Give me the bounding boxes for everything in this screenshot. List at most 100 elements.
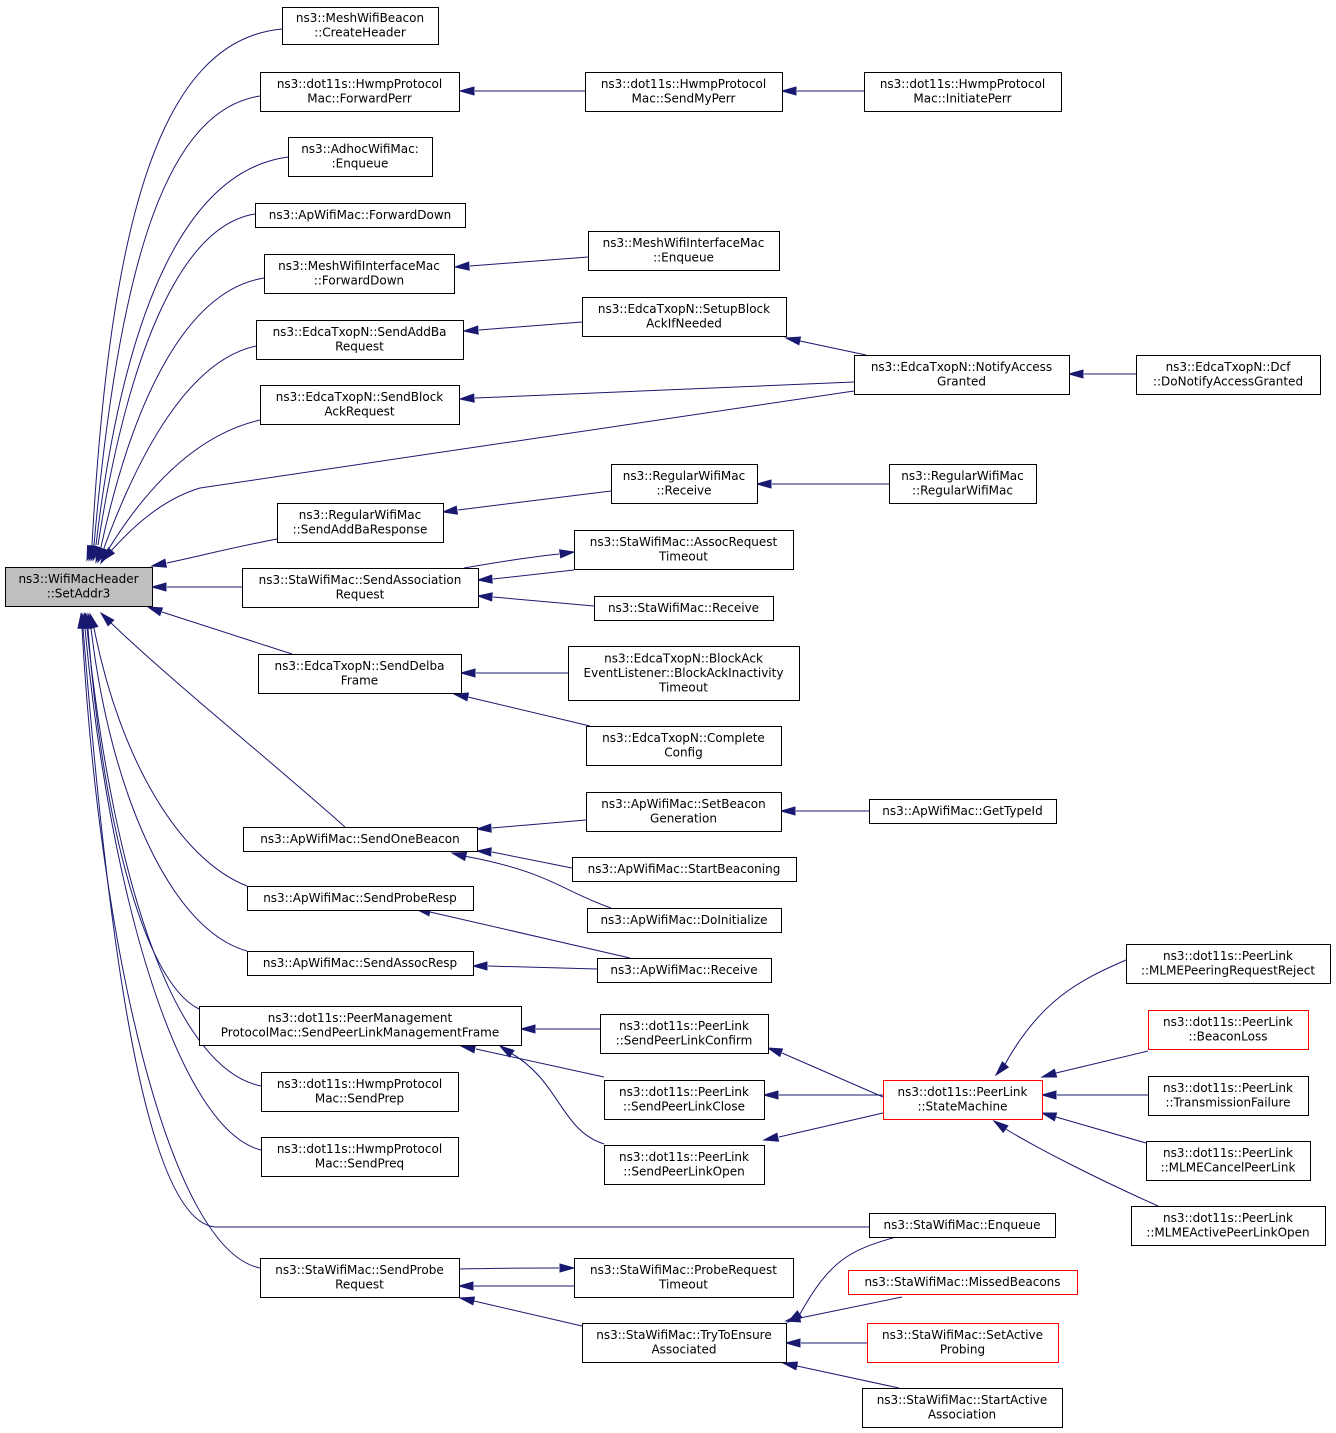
node-peerlink-mlmecancelpeerlink[interactable]: ns3::dot11s::PeerLink::MLMECancelPeerLin… [1146, 1141, 1311, 1181]
node-peerlink-mlmeactivepeerlinkopen[interactable]: ns3::dot11s::PeerLink::MLMEActivePeerLin… [1131, 1206, 1326, 1246]
arrowhead-icon [458, 1296, 476, 1306]
node-box [604, 1080, 765, 1120]
edge-n18-to-n17 [476, 569, 575, 584]
edge-line [799, 1296, 903, 1319]
node-apwifimac-sendonebeacon[interactable]: ns3::ApWifiMac::SendOneBeacon [243, 827, 478, 852]
node-box [604, 1145, 765, 1185]
edge-n35-to-n33 [762, 1090, 883, 1100]
arrowhead-icon [1040, 1068, 1058, 1078]
arrowhead-icon [441, 505, 458, 515]
node-box [611, 464, 758, 504]
edge-n35-to-n34 [762, 1112, 884, 1142]
edge-n11-to-n10 [1067, 369, 1136, 379]
node-peerlink-mlmepeeringrequestreject[interactable]: ns3::dot11s::PeerLink::MLMEPeeringReques… [1126, 944, 1331, 984]
node-box [258, 654, 462, 694]
node-peerlink-sendpeerlinkconfirm[interactable]: ns3::dot11s::PeerLink::SendPeerLinkConfi… [600, 1014, 769, 1054]
node-stawifimac-receive[interactable]: ns3::StaWifiMac::Receive [594, 596, 774, 621]
node-apwifimac-sendassocresp[interactable]: ns3::ApWifiMac::SendAssocResp [247, 951, 474, 976]
arrowhead-icon [784, 1338, 801, 1348]
node-box [848, 1270, 1078, 1295]
node-meshwifibeacon-createheader[interactable]: ns3::MeshWifiBeacon::CreateHeader [282, 7, 439, 45]
node-label: ns3::EdcaTxopN::SendAddBa [273, 325, 447, 339]
edge-n39-to-n35 [1040, 1112, 1147, 1144]
node-hwmpprotocolmac-forwardperr[interactable]: ns3::dot11s::HwmpProtocolMac::ForwardPer… [260, 72, 460, 112]
edge-n8-to-n7 [95, 277, 265, 564]
node-peerlink-sendpeerlinkopen[interactable]: ns3::dot11s::PeerLink::SendPeerLinkOpen [604, 1145, 765, 1185]
edge-n38-to-n35 [1040, 1090, 1148, 1100]
node-label: Associated [651, 1343, 716, 1357]
node-regularwifimac-sendaddbaresponse[interactable]: ns3::RegularWifiMac::SendAddBaResponse [277, 503, 444, 543]
node-apwifimac-forwarddown[interactable]: ns3::ApWifiMac::ForwardDown [255, 203, 466, 228]
node-box [1148, 1010, 1309, 1050]
node-peermanagementprotocolmac-sendpeerlinkmanagementframe[interactable]: ns3::dot11s::PeerManagementProtocolMac::… [199, 1006, 522, 1046]
node-edcatxopn-dcf-donotifyaccessgranted[interactable]: ns3::EdcaTxopN::Dcf::DoNotifyAccessGrant… [1136, 355, 1321, 395]
node-regularwifimac-regularwifimac[interactable]: ns3::RegularWifiMac::RegularWifiMac [889, 464, 1037, 504]
node-apwifimac-startbeaconing[interactable]: ns3::ApWifiMac::StartBeaconing [572, 857, 797, 882]
node-label: ns3::ApWifiMac::SendProbeResp [263, 891, 457, 905]
node-apwifimac-sendproberesp[interactable]: ns3::ApWifiMac::SendProbeResp [247, 886, 474, 911]
node-box [586, 792, 782, 832]
node-wifimacheader-setaddr3[interactable]: ns3::WifiMacHeader::SetAddr3 [5, 567, 153, 607]
node-label: ::SendAddBaResponse [293, 523, 428, 537]
node-regularwifimac-receive[interactable]: ns3::RegularWifiMac::Receive [611, 464, 758, 504]
node-label: ns3::dot11s::HwmpProtocol [277, 1077, 442, 1091]
node-label: ns3::ApWifiMac::Receive [610, 963, 757, 977]
node-box [1148, 1076, 1309, 1116]
edge-line [778, 1112, 884, 1138]
node-label: Request [336, 588, 385, 602]
node-edcatxopn-notifyaccessgranted[interactable]: ns3::EdcaTxopN::NotifyAccessGranted [854, 355, 1070, 395]
node-box [854, 355, 1070, 395]
edge-n4-to-n3 [780, 86, 864, 96]
edge-line [93, 95, 261, 546]
node-peerlink-sendpeerlinkclose[interactable]: ns3::dot11s::PeerLink::SendPeerLinkClose [604, 1080, 765, 1120]
node-box [600, 1014, 769, 1054]
node-label: Mac::InitiatePerr [913, 92, 1011, 106]
node-peerlink-beaconloss[interactable]: ns3::dot11s::PeerLink::BeaconLoss [1148, 1010, 1309, 1050]
node-apwifimac-receive[interactable]: ns3::ApWifiMac::Receive [597, 958, 772, 983]
arrowhead-icon [476, 592, 493, 602]
node-stawifimac-missedbeacons[interactable]: ns3::StaWifiMac::MissedBeacons [848, 1270, 1078, 1295]
arrowhead-icon [458, 393, 475, 403]
node-box [199, 1006, 522, 1046]
node-apwifimac-doinitialize[interactable]: ns3::ApWifiMac::DoInitialize [587, 908, 782, 933]
node-label: Probing [940, 1343, 985, 1357]
edge-n37-to-n35 [1040, 1050, 1149, 1078]
node-edcatxopn-blockackinactivitytimeout[interactable]: ns3::EdcaTxopN::BlockAckEventListener::B… [568, 646, 800, 701]
node-peerlink-transmissionfailure[interactable]: ns3::dot11s::PeerLink::TransmissionFailu… [1148, 1076, 1309, 1116]
arrowhead-icon [450, 851, 468, 862]
edge-line [799, 1236, 897, 1315]
node-apwifimac-gettypeid[interactable]: ns3::ApWifiMac::GetTypeId [869, 799, 1057, 824]
node-label: ::DoNotifyAccessGranted [1153, 375, 1303, 389]
node-peerlink-statemachine[interactable]: ns3::dot11s::PeerLink::StateMachine [883, 1080, 1043, 1120]
edge-n25-to-n24 [779, 806, 869, 816]
node-adhocwifimac-enqueue[interactable]: ns3::AdhocWifiMac::Enqueue [288, 137, 433, 177]
node-label: ns3::ApWifiMac::SendAssocResp [263, 956, 457, 970]
node-box [255, 203, 466, 228]
node-stawifimac-enqueue[interactable]: ns3::StaWifiMac::Enqueue [869, 1213, 1056, 1238]
node-box [288, 137, 433, 177]
node-label: ::MLMECancelPeerLink [1161, 1161, 1296, 1175]
node-label: ns3::EdcaTxopN::SendBlock [276, 390, 444, 404]
node-label: ::BeaconLoss [1189, 1030, 1268, 1044]
edge-n30-to-n29 [471, 961, 598, 971]
edge-n20-to-n0 [146, 606, 293, 655]
node-meshwifiinterfacemac-enqueue[interactable]: ns3::MeshWifiInterfaceMac::Enqueue [588, 231, 780, 271]
node-hwmpprotocolmac-initiateperr[interactable]: ns3::dot11s::HwmpProtocolMac::InitiatePe… [864, 72, 1062, 112]
node-meshwifiinterfacemac-forwarddown[interactable]: ns3::MeshWifiInterfaceMac::ForwardDown [264, 254, 455, 294]
